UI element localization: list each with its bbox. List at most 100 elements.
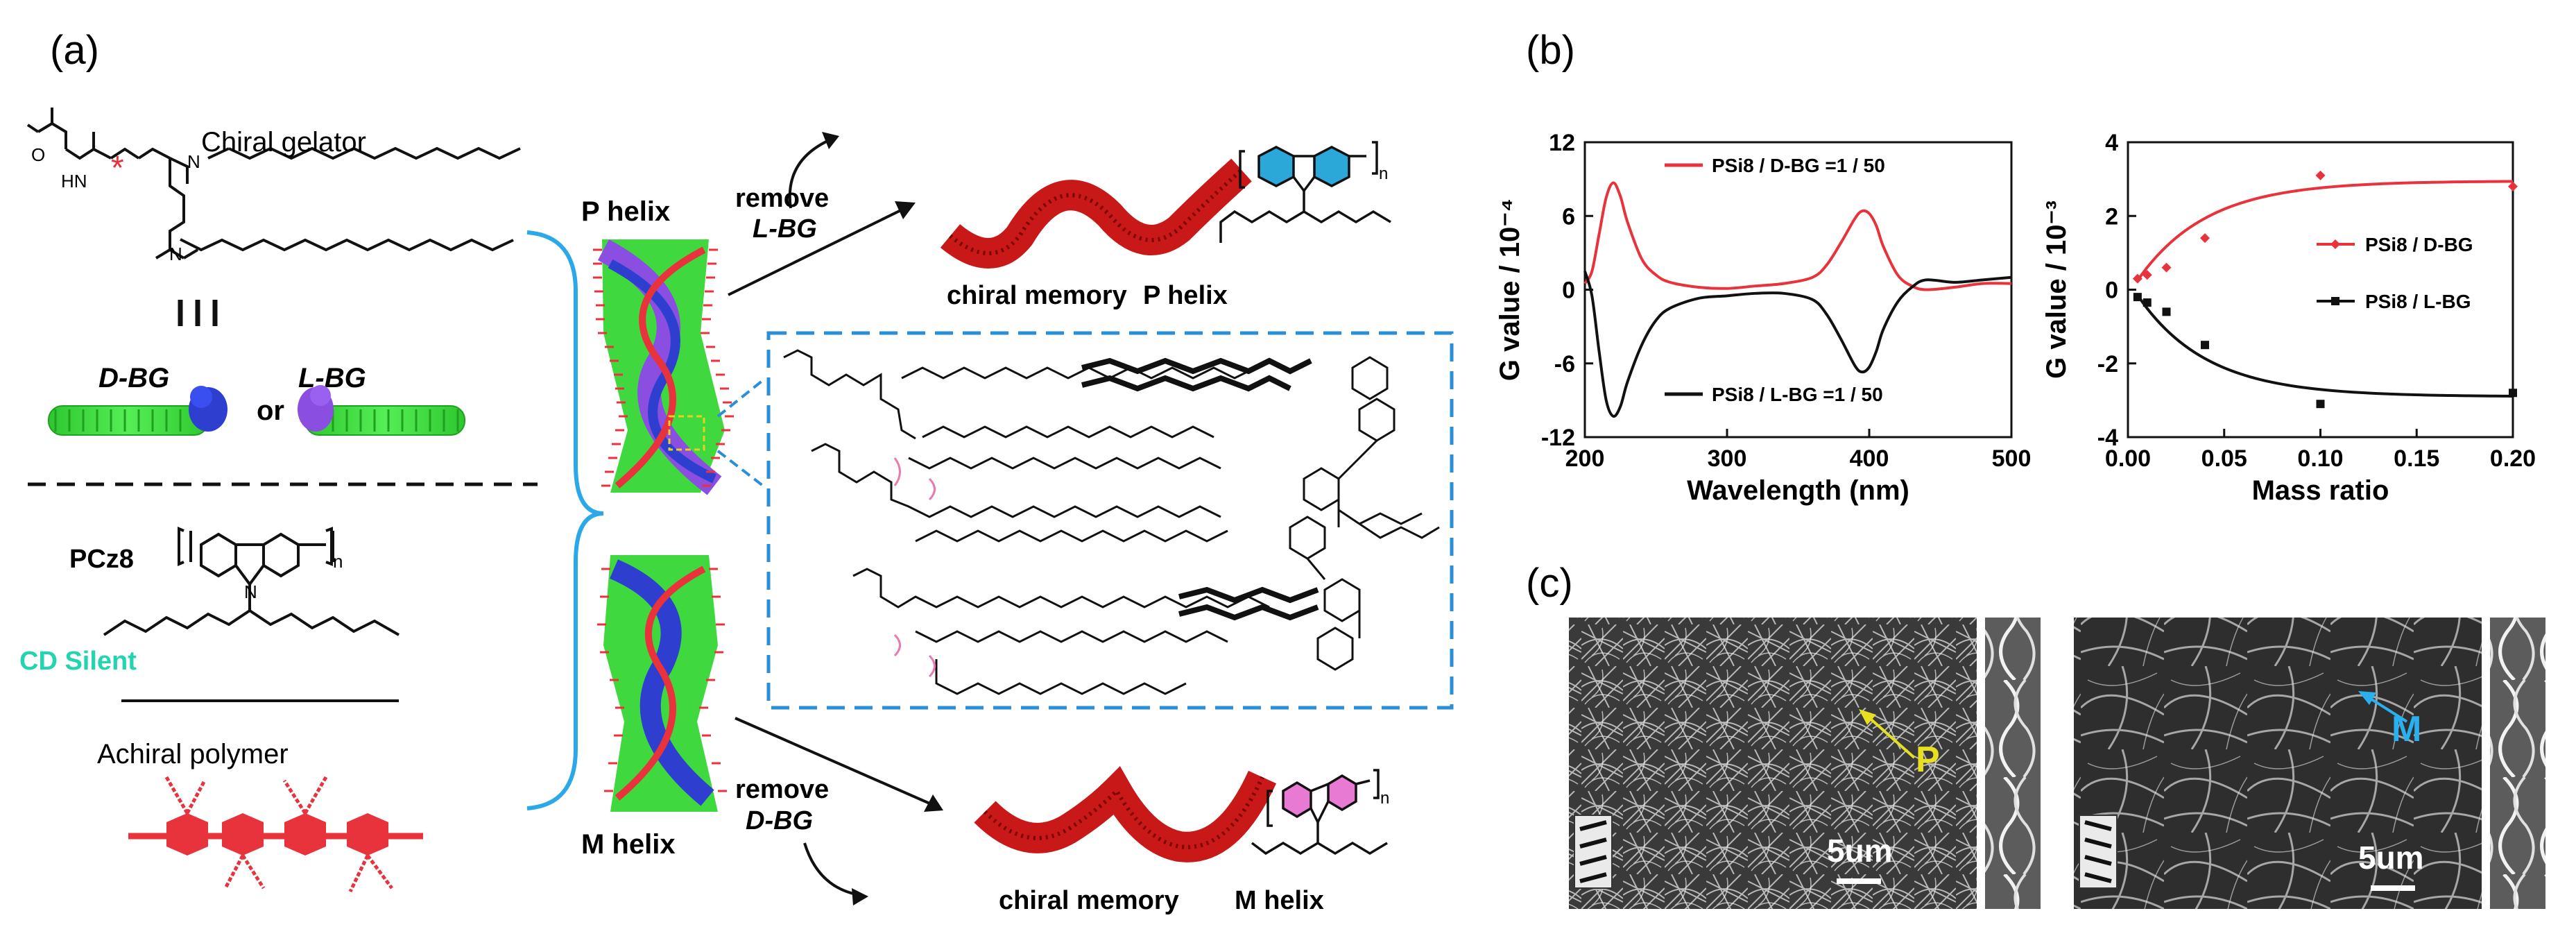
sem-image-left [1569,618,2041,909]
y-tick-label: 6 [1562,203,1575,230]
remove-top-line1: remove [735,184,829,213]
data-point-l-bg [2133,293,2142,302]
data-point-l-bg [2201,341,2209,350]
sem-image-right [2074,618,2545,909]
subscript-n: n [1380,789,1389,808]
chiral-memory-p-wave [940,158,1252,269]
pcz8-label: PCz8 [69,545,134,574]
legend-label: PSi8 / L-BG =1 / 50 [1712,384,1883,405]
y-tick-label: -4 [2097,425,2118,451]
y-tick-label: 0 [2105,278,2118,304]
x-axis-label: Mass ratio [2252,475,2389,506]
data-point-d-bg [2132,273,2143,284]
x-tick-label: 0.20 [2490,445,2536,472]
d-bg-label: D-BG [98,363,169,393]
arrow-p-label: P [1916,740,1940,780]
pcz8-unit-bottom [1251,769,1388,856]
d-bg-model [48,386,227,436]
data-point-d-bg [2142,270,2152,280]
arrow-to-chiral-memory-bottom [735,717,943,812]
data-point-l-bg [2316,400,2325,409]
panel-a-label: (a) [50,28,99,73]
atom-hn-label: HN [61,171,87,192]
molecular-packing-diagram [783,349,1440,695]
molecular-inset-box [766,331,1454,710]
data-point-l-bg [2143,298,2152,307]
subscript-n: n [1379,164,1388,183]
y-axis-label: G value / 10⁻⁴ [1495,198,1525,381]
legend-label: PSi8 / D-BG [2365,234,2473,255]
x-axis-label: Wavelength (nm) [1687,475,1909,506]
arrow-p [1864,713,1916,759]
chiral-memory-bottom-label: chiral memory [999,886,1179,915]
curved-arrow-bottom-head [852,888,868,905]
y-axis-label: G value / 10⁻³ [2041,201,2072,379]
subscript-n: n [333,551,343,572]
m-helix-right-label: M helix [1235,886,1324,915]
series-trend-d-bg [2136,180,2514,282]
scale-left-label: 5um [1827,833,1893,869]
legend-marker [2330,239,2340,249]
y-tick-label: -12 [1541,425,1575,451]
achiral-polymer-label: Achiral polymer [97,739,289,769]
chiral-memory-m-wave [974,766,1277,862]
x-tick-label: 0.15 [2394,445,2439,472]
pcz8-unit-top [1219,141,1391,243]
chiral-memory-top-label: chiral memory [947,281,1127,310]
chiral-gelator-structure [26,108,521,259]
cd-silent-label: CD Silent [19,647,137,676]
data-point-d-bg [2508,181,2518,192]
achiral-polymer-model [128,776,423,893]
curved-arrow-bottom [803,842,861,896]
plot-frame [2127,141,2514,439]
atom-o-label: O [31,144,45,165]
atom-n-label: N [244,581,257,602]
series-line-d-bg [1583,181,2012,291]
zoom-box [668,415,705,451]
legend-label: PSi8 / L-BG [2365,291,2471,312]
x-tick-label: 400 [1850,445,1889,472]
x-tick-label: 0.05 [2201,445,2247,472]
hydrogen-bonds [893,457,936,678]
arrow-m-label: M [2392,709,2421,749]
remove-bottom-line1: remove [735,775,829,804]
remove-bottom-line2: D-BG [746,806,813,835]
m-helix-model [597,555,727,812]
curly-bracket [526,230,604,810]
l-bg-label: L-BG [298,363,366,393]
legend-label: PSi8 / D-BG =1 / 50 [1712,155,1885,176]
x-tick-label: 200 [1565,445,1605,472]
x-tick-label: 500 [1992,445,2032,472]
atom-n-label: N [187,151,200,172]
x-tick-label: 0.10 [2297,445,2343,472]
panel-b-label: (b) [1526,28,1575,73]
curved-arrow-top [788,137,833,209]
y-tick-label: 0 [1562,278,1575,304]
curved-arrow-top-head [822,132,839,149]
scale-right-label: 5um [2358,840,2424,876]
y-tick-label: 4 [2105,130,2118,156]
remove-top-line2: L-BG [753,214,817,244]
data-point-d-bg [2161,262,2172,273]
p-helix-right-label: P helix [1143,281,1228,310]
m-helix-label: M helix [581,829,676,860]
p-helix-label: P helix [581,196,670,227]
y-tick-label: 12 [1549,130,1575,156]
data-point-d-bg [2200,233,2210,244]
data-point-l-bg [2162,307,2171,316]
y-tick-label: -2 [2097,351,2118,377]
equivalence-bars [178,300,218,326]
x-tick-label: 300 [1708,445,1747,472]
atom-n-label: N [169,244,182,264]
data-point-l-bg [2509,389,2517,398]
data-point-d-bg [2315,170,2326,180]
p-helix-model [593,239,734,495]
panel-c-label: (c) [1526,561,1573,606]
l-bg-model [298,385,465,436]
y-tick-label: 2 [2105,203,2118,230]
series-line-l-bg [1583,271,2012,418]
x-tick-label: 0.00 [2105,445,2151,472]
y-tick-label: -6 [1554,351,1575,377]
